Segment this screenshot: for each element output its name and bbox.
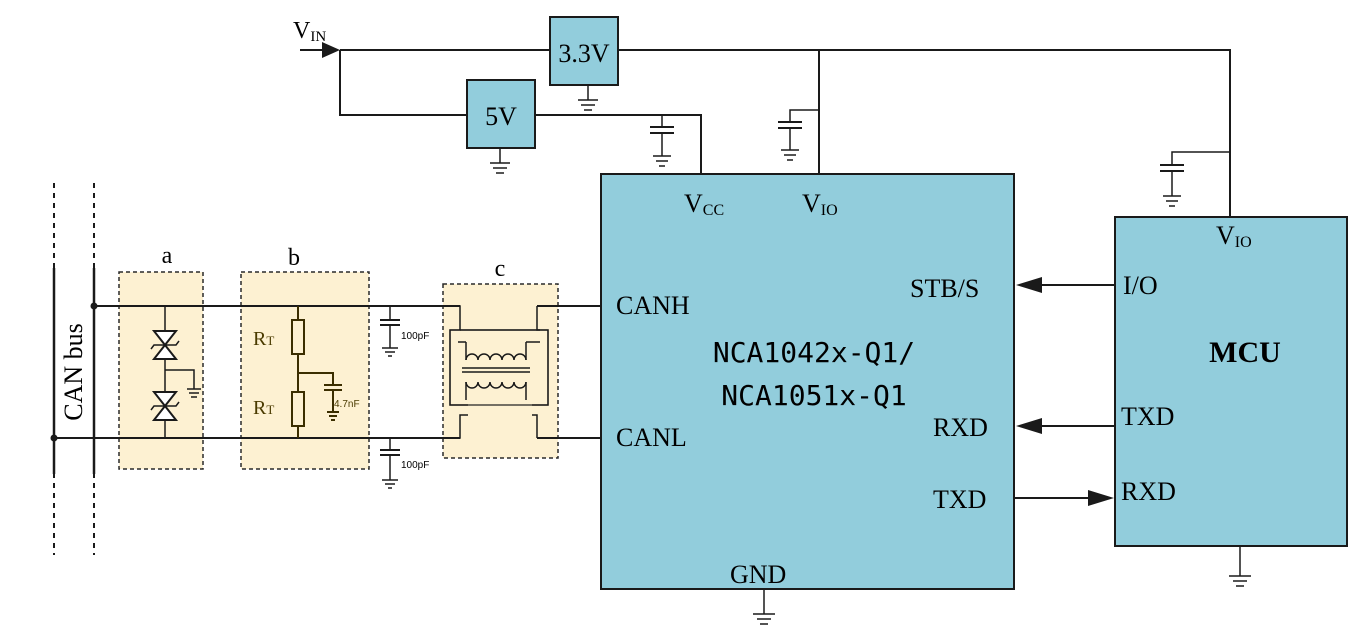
capacitor-split-icon: [324, 384, 342, 421]
ground-icon: [753, 589, 775, 625]
ground-icon: [578, 85, 598, 111]
common-mode-choke-icon: [443, 305, 549, 439]
arrow-left-icon: [1016, 418, 1042, 434]
capacitor-canl-icon: [380, 438, 400, 489]
ground-icon: [1229, 546, 1251, 587]
mcu-body: [1114, 216, 1348, 547]
mcu-vio-label: VIO: [1216, 221, 1252, 251]
signal-wires: [1014, 277, 1115, 506]
resistor-bottom-icon: [291, 391, 305, 427]
capacitor-vcc-icon: [650, 115, 674, 167]
cap-canl-label: 100pF: [401, 460, 429, 471]
vin-label: VIN: [293, 18, 326, 45]
tvs-diode-icon: [150, 330, 180, 360]
power-supply: VIN 3.3V 5V: [293, 16, 1231, 217]
transceiver-stb-label: STB/S: [910, 274, 979, 303]
rt-bottom-label: RT: [253, 397, 274, 419]
resistor-top-icon: [291, 319, 305, 355]
section-b-label: b: [288, 245, 300, 271]
regulator-3v3: [549, 16, 619, 86]
transceiver-txd-label: TXD: [933, 485, 986, 514]
split-termination: RT RT 4.7nF: [253, 306, 360, 438]
section-c-label: c: [495, 256, 506, 282]
ground-icon: [490, 148, 510, 174]
transceiver-rxd-label: RXD: [933, 413, 988, 442]
transceiver-canl-label: CANL: [616, 423, 687, 452]
transceiver-canh-label: CANH: [616, 291, 690, 320]
rail-3v3-wire: [618, 49, 1231, 217]
capacitor-mcu-icon: [1160, 151, 1230, 207]
mcu-txd-label: TXD: [1121, 402, 1174, 431]
mcu-rxd-label: RXD: [1121, 477, 1176, 506]
rt-top-label: RT: [253, 328, 274, 350]
can-bus: CAN bus: [52, 183, 96, 555]
capacitor-canh-icon: [380, 306, 400, 357]
regulator-5v: [466, 79, 536, 149]
transceiver-vio-label: VIO: [802, 189, 838, 219]
arrow-left-icon: [1016, 277, 1042, 293]
can-bus-label: CAN bus: [59, 323, 88, 421]
transceiver-block: VCC VIO CANH CANL STB/S RXD TXD GND NCA1…: [600, 173, 1015, 625]
canh-line: [90, 302, 601, 310]
tvs-diode-icon: [150, 391, 180, 421]
capacitor-vio-icon: [778, 109, 819, 161]
arrow-right-icon: [1088, 490, 1114, 506]
canl-line: [50, 434, 601, 442]
section-c-box: [442, 283, 559, 459]
section-b-box: [240, 271, 370, 470]
transceiver-body: [600, 173, 1015, 590]
cap-canh-label: 100pF: [401, 331, 429, 342]
mcu-block: VIO I/O TXD RXD MCU: [1114, 216, 1348, 587]
regulator-3v3-label: 3.3V: [558, 39, 610, 68]
vin-to-5v-wire: [339, 50, 467, 116]
ground-icon: [187, 388, 201, 398]
tvs-diodes: [150, 306, 201, 438]
regulator-5v-label: 5V: [485, 102, 517, 131]
transceiver-gnd-label: GND: [730, 560, 786, 589]
mcu-io-label: I/O: [1123, 271, 1158, 300]
transceiver-name-line1: NCA1042x-Q1/: [713, 336, 915, 369]
section-a-label: a: [162, 243, 173, 269]
transceiver-name-line2: NCA1051x-Q1: [721, 379, 906, 412]
rail-5v-wire: [535, 114, 702, 175]
transceiver-vcc-label: VCC: [684, 189, 724, 219]
mcu-name: MCU: [1209, 336, 1281, 369]
split-cap-label: 4.7nF: [334, 399, 360, 410]
vin-arrow-icon: [322, 42, 340, 58]
